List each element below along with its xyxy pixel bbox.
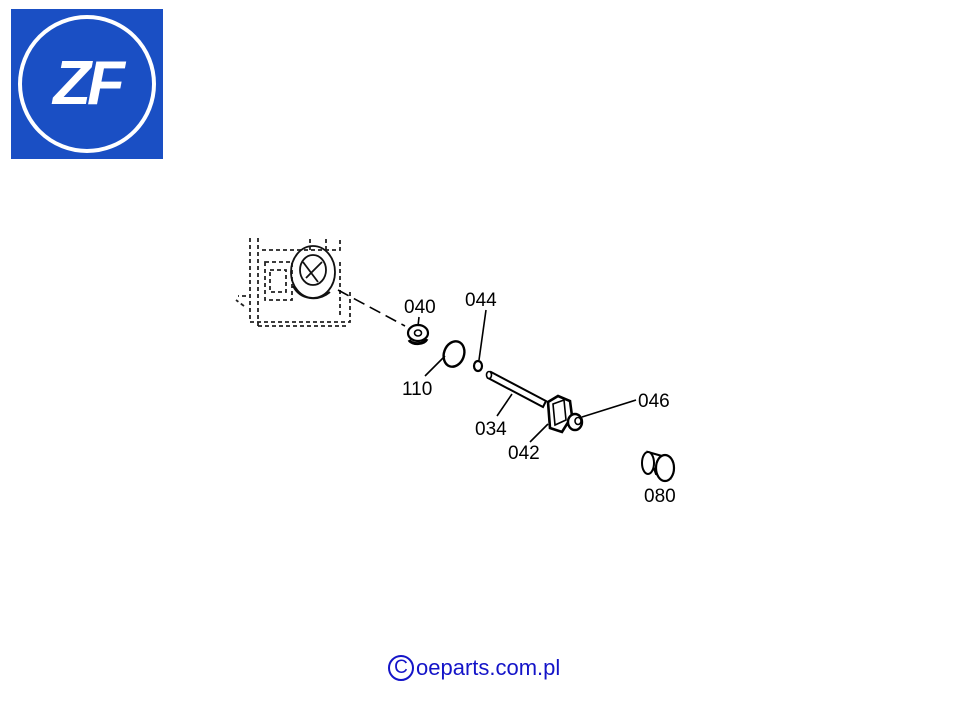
callout-080: 080 [644, 486, 676, 507]
copyright-footer: C oeparts.com.pl [388, 651, 560, 685]
assembly-axis-line [337, 289, 406, 327]
leader-046 [581, 399, 637, 418]
leader-040 [417, 316, 420, 327]
copyright-icon: C [388, 655, 414, 681]
callout-110: 110 [402, 379, 432, 400]
leader-044 [478, 309, 487, 361]
zf-logo-ring [18, 15, 156, 153]
callout-046: 046 [638, 391, 670, 412]
callout-042: 042 [508, 443, 540, 464]
zf-logo-text: ZF [53, 49, 125, 118]
housing-boss [290, 245, 336, 300]
part-034-rod [485, 370, 548, 409]
zf-logo: ZF [11, 9, 163, 159]
leader-034 [496, 393, 513, 417]
leader-042 [529, 423, 549, 443]
callout-040: 040 [404, 297, 436, 318]
part-044-small-ring [472, 359, 484, 373]
leader-lines [417, 309, 637, 443]
housing-fragment [235, 238, 351, 327]
part-042-nut [546, 394, 574, 434]
copyright-site-text: oeparts.com.pl [416, 655, 561, 680]
leader-110 [424, 355, 446, 377]
callout-034: 034 [475, 419, 507, 440]
part-110-o-ring [442, 340, 466, 368]
part-040-washer [406, 323, 430, 346]
callout-044: 044 [465, 290, 497, 311]
part-046-plug [566, 412, 584, 432]
part-080-cap [641, 450, 676, 483]
